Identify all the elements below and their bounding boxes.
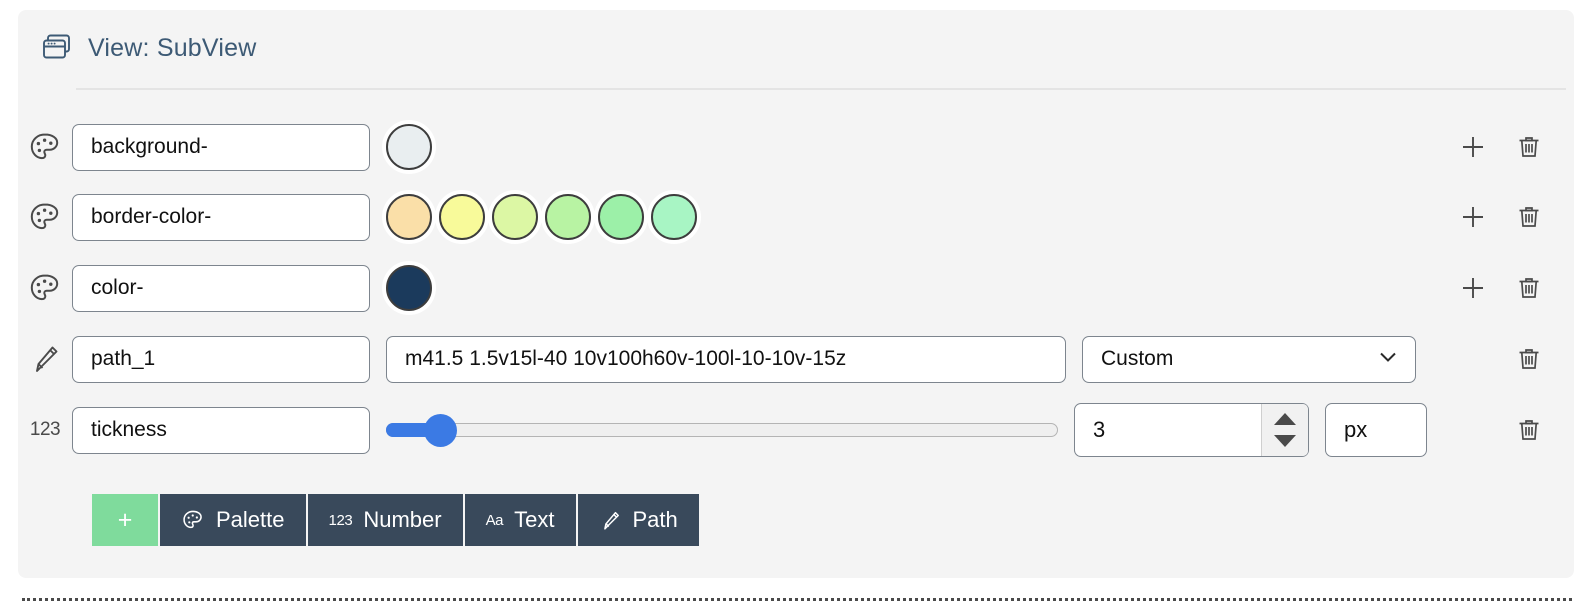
- property-row-background: [18, 116, 1574, 178]
- color-swatch[interactable]: [386, 265, 432, 311]
- add-path-button[interactable]: Path: [577, 494, 699, 546]
- Aa-glyph-icon: Aa: [485, 511, 504, 529]
- stepper-down-icon[interactable]: [1274, 435, 1296, 447]
- color-swatch[interactable]: [439, 194, 485, 240]
- add-number-button[interactable]: 123 Number: [307, 494, 465, 546]
- row-actions: [1514, 328, 1544, 390]
- property-row-border-color: [18, 186, 1574, 248]
- slider-thumb[interactable]: [423, 413, 457, 447]
- plus-icon[interactable]: [1458, 202, 1488, 232]
- trash-icon[interactable]: [1514, 273, 1544, 303]
- pen-nib-icon: [599, 509, 622, 532]
- add-path-label: Path: [632, 507, 678, 532]
- color-swatch-list: [386, 265, 432, 311]
- row-actions: [1514, 399, 1544, 461]
- palette-icon: [181, 508, 205, 532]
- color-swatch[interactable]: [386, 124, 432, 170]
- property-row-path: Custom: [18, 328, 1574, 390]
- color-swatch[interactable]: [492, 194, 538, 240]
- plus-icon[interactable]: [1458, 273, 1488, 303]
- slider-track: [386, 423, 1058, 437]
- page-title: View: SubView: [88, 33, 257, 62]
- add-text-label: Text: [514, 507, 555, 532]
- path-data-input[interactable]: [386, 335, 1066, 383]
- 123-glyph-icon: 123: [18, 419, 72, 441]
- add-number-label: Number: [363, 507, 442, 532]
- property-name-input[interactable]: [72, 406, 370, 454]
- chevron-down-icon: [1377, 346, 1399, 373]
- trash-icon[interactable]: [1514, 344, 1544, 374]
- number-value: 3: [1093, 417, 1106, 442]
- path-preset-select[interactable]: Custom: [1082, 335, 1416, 383]
- property-name-input[interactable]: [72, 264, 370, 312]
- add-palette-label: Palette: [216, 507, 285, 532]
- palette-icon: [18, 199, 72, 235]
- view-panel: View: SubView: [18, 10, 1574, 578]
- panel-header: View: SubView: [18, 10, 1574, 86]
- color-swatch-list: [386, 124, 432, 170]
- color-swatch-list: [386, 194, 697, 240]
- property-name-input[interactable]: [72, 335, 370, 383]
- stepper-buttons: [1261, 404, 1308, 456]
- stepper-up-icon[interactable]: [1274, 413, 1296, 425]
- 123-glyph-label: 123: [29, 419, 61, 440]
- property-name-input[interactable]: [72, 193, 370, 241]
- color-swatch[interactable]: [386, 194, 432, 240]
- color-swatch[interactable]: [598, 194, 644, 240]
- section-divider: [22, 598, 1572, 601]
- header-divider: [76, 88, 1566, 90]
- 123-glyph-icon: 123: [328, 511, 353, 529]
- palette-icon: [18, 129, 72, 165]
- add-button[interactable]: +: [92, 494, 160, 546]
- plus-icon[interactable]: [1458, 132, 1488, 162]
- unit-input[interactable]: [1325, 403, 1427, 457]
- add-text-button[interactable]: Aa Text: [464, 494, 578, 546]
- window-panel-icon: [40, 31, 74, 65]
- property-name-input[interactable]: [72, 123, 370, 171]
- trash-icon[interactable]: [1514, 202, 1544, 232]
- palette-icon: [18, 270, 72, 306]
- path-preset-value: Custom: [1101, 347, 1174, 370]
- add-palette-button[interactable]: Palette: [160, 494, 308, 546]
- property-row-color: [18, 257, 1574, 319]
- color-swatch[interactable]: [651, 194, 697, 240]
- trash-icon[interactable]: [1514, 132, 1544, 162]
- thickness-slider[interactable]: [386, 407, 1058, 454]
- row-actions: [1458, 257, 1544, 319]
- trash-icon[interactable]: [1514, 415, 1544, 445]
- add-property-toolbar: + Palette 123 Number Aa Text: [92, 494, 699, 546]
- color-swatch[interactable]: [545, 194, 591, 240]
- number-stepper[interactable]: 3: [1074, 403, 1309, 457]
- property-row-number: 123 3: [18, 399, 1574, 461]
- row-actions: [1458, 186, 1544, 248]
- row-actions: [1458, 116, 1544, 178]
- pen-nib-icon: [18, 342, 72, 376]
